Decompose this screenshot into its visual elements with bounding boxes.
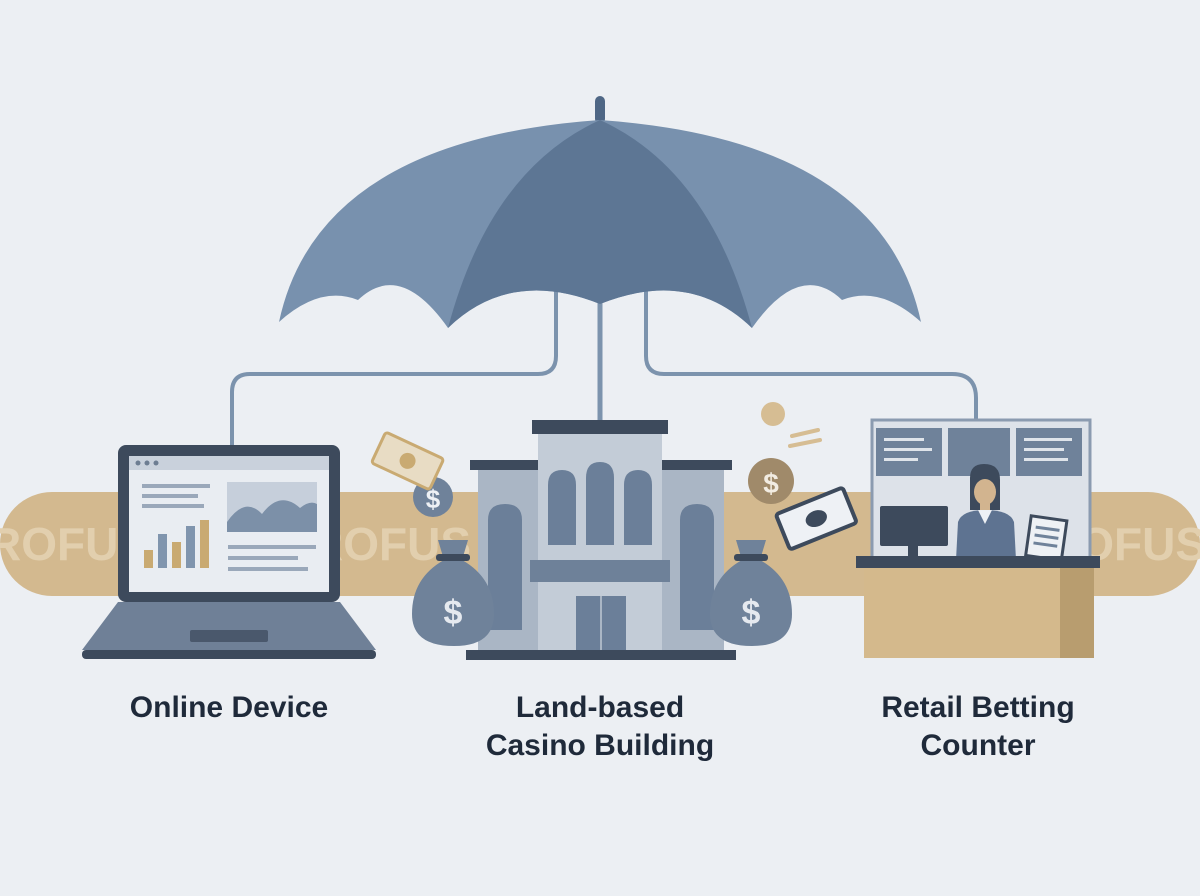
counter-top — [856, 556, 1100, 568]
screen-text-line — [228, 556, 298, 560]
ticket-line — [1034, 533, 1059, 540]
label-online-text: Online Device — [129, 691, 329, 724]
window-dot — [135, 460, 141, 466]
banknote-seal — [805, 510, 827, 528]
bag-tie — [734, 554, 768, 561]
monitor-screen — [880, 506, 948, 546]
arched-window — [586, 462, 614, 545]
side-window-right — [680, 504, 714, 630]
label-retail-counter: Retail Betting Counter — [828, 689, 1128, 765]
display-screen — [1016, 428, 1082, 476]
label-retail-line2: Counter — [920, 729, 1036, 762]
motion-lines — [788, 428, 822, 448]
money-bag-icon: $ — [710, 540, 792, 646]
label-casino-line2: Casino Building — [485, 729, 715, 762]
dollar-sign: $ — [763, 468, 779, 499]
screen-line — [884, 458, 918, 461]
label-casino-building: Land-based Casino Building — [450, 689, 750, 765]
clerk-body — [956, 510, 1016, 560]
label-online-device: Online Device — [79, 689, 379, 727]
screen-text-line — [228, 567, 308, 571]
building-base — [466, 650, 736, 660]
building-band — [530, 560, 670, 582]
money-bag-icon: $ — [412, 540, 494, 646]
connector-lines — [230, 285, 978, 448]
display-screen — [876, 428, 942, 476]
counter-front — [864, 568, 1094, 658]
dollar-sign: $ — [426, 484, 441, 514]
dollar-sign: $ — [742, 594, 761, 632]
chart-bar — [158, 534, 167, 568]
laptop-base-edge — [82, 650, 376, 659]
casino-building-icon — [466, 420, 736, 660]
umbrella-tip — [595, 96, 605, 124]
chart-bar — [172, 542, 181, 568]
image-placeholder-icon — [227, 482, 317, 532]
betting-counter-icon — [856, 418, 1100, 658]
side-window-left — [488, 504, 522, 630]
bar-chart-icon — [144, 520, 209, 568]
coin-body — [748, 458, 794, 504]
clerk-collar — [978, 510, 992, 524]
screen-line — [1024, 438, 1072, 441]
counter-side — [1060, 568, 1094, 658]
motion-line — [790, 428, 820, 438]
screen-text-line — [142, 484, 210, 488]
screen-line — [1024, 448, 1064, 451]
label-retail-line1: Retail Betting — [881, 691, 1075, 724]
umbrella-center-panel — [448, 120, 752, 328]
motion-line — [788, 438, 822, 448]
connector-retail — [644, 290, 978, 420]
screen-text-line — [142, 504, 204, 508]
laptop-base — [82, 602, 376, 650]
chart-bar — [200, 520, 209, 568]
dollar-coin-icon: $ — [748, 458, 794, 504]
screen-line — [884, 438, 924, 441]
dollar-sign: $ — [444, 594, 463, 632]
window-dot — [153, 460, 159, 466]
bag-tie — [436, 554, 470, 561]
clerk-neck — [980, 503, 990, 513]
connector-online — [230, 290, 558, 448]
screen-line — [1024, 458, 1068, 461]
chart-bar — [186, 526, 195, 568]
image-mountains — [227, 500, 317, 532]
ticket-line — [1033, 541, 1058, 548]
laptop-titlebar — [129, 456, 329, 470]
coin-small-icon — [761, 402, 785, 426]
arched-window — [624, 470, 652, 545]
window-dot — [144, 460, 150, 466]
screen-text-line — [228, 545, 316, 549]
laptop-touchpad — [190, 630, 268, 642]
banknote-seal — [399, 452, 416, 469]
clerk-face — [974, 479, 996, 505]
label-casino-line1: Land-based — [515, 691, 685, 724]
arched-window — [548, 470, 576, 545]
clerk-icon — [956, 464, 1016, 560]
tower-cap — [532, 420, 668, 434]
banknote-icon — [370, 431, 445, 491]
screen-line — [884, 448, 932, 451]
screen-text-line — [142, 494, 198, 498]
ticket-line — [1035, 525, 1060, 532]
monitor-stand — [908, 546, 918, 558]
banknote-icon — [774, 486, 858, 551]
chart-bar — [144, 550, 153, 568]
laptop-icon — [82, 445, 376, 659]
money-bag-right — [710, 540, 792, 646]
ticket-icon — [1023, 514, 1069, 563]
money-bag-left — [412, 540, 494, 646]
umbrella-icon — [279, 96, 921, 328]
